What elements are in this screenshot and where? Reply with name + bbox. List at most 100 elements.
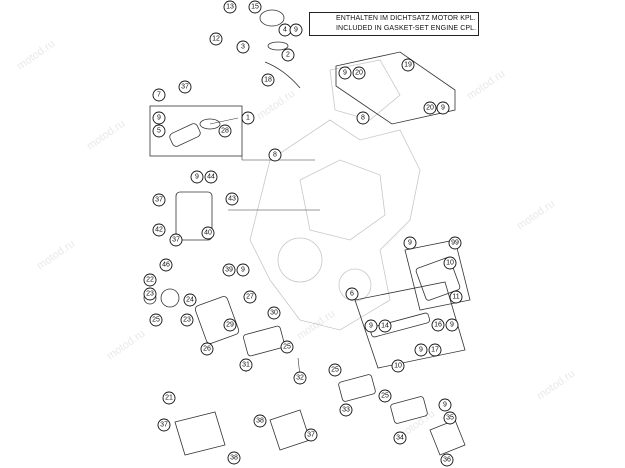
svg-text:37: 37 (160, 422, 168, 429)
watermark-text: motod.ru (535, 368, 577, 403)
svg-text:2: 2 (286, 52, 290, 59)
svg-text:17: 17 (431, 347, 439, 354)
svg-text:22: 22 (146, 277, 154, 284)
callout-37-bottom-right: 37 (304, 428, 318, 442)
svg-text:99: 99 (451, 240, 459, 247)
legend-line-english: INCLUDED IN GASKET-SET ENGINE CPL. (336, 25, 477, 32)
legend-box (309, 12, 479, 36)
svg-text:8: 8 (273, 152, 277, 159)
callout-9-gasket: 9 (438, 398, 452, 412)
callout-35: 35 (443, 411, 457, 425)
callout-38-right: 38 (253, 414, 267, 428)
svg-text:37: 37 (172, 237, 180, 244)
callout-21: 21 (162, 391, 176, 405)
svg-text:13: 13 (226, 4, 234, 11)
callout-5: 5 (152, 124, 166, 138)
callout-10-upper: 10 (443, 256, 457, 270)
svg-text:29: 29 (226, 322, 234, 329)
svg-text:23: 23 (146, 291, 154, 298)
callout-46: 46 (159, 258, 173, 272)
svg-text:25: 25 (283, 344, 291, 351)
svg-text:33: 33 (342, 407, 350, 414)
svg-text:25: 25 (152, 317, 160, 324)
watermark-text: motod.ru (295, 308, 337, 343)
callout-9-gasket: 9 (436, 101, 450, 115)
callout-25-lower-right: 25 (378, 389, 392, 403)
callout-19: 19 (401, 58, 415, 72)
callout-25-lower-left: 25 (328, 363, 342, 377)
svg-text:9: 9 (450, 322, 454, 329)
svg-text:25: 25 (381, 393, 389, 400)
callout-11: 11 (449, 290, 463, 304)
svg-text:9: 9 (294, 27, 298, 34)
svg-text:4: 4 (283, 27, 287, 34)
svg-text:24: 24 (186, 297, 194, 304)
callout-37-top: 37 (178, 80, 192, 94)
callout-9-gasket: 9 (403, 236, 417, 250)
watermark-text: motod.ru (465, 68, 507, 103)
svg-text:46: 46 (162, 262, 170, 269)
watermark-text: motod.ru (515, 198, 557, 233)
callout-32: 32 (293, 371, 307, 385)
svg-text:38: 38 (256, 418, 264, 425)
svg-text:1: 1 (246, 115, 250, 122)
callout-36: 36 (440, 453, 454, 467)
callout-20-left: 20 (352, 66, 366, 80)
callout-12: 12 (209, 32, 223, 46)
svg-text:34: 34 (396, 435, 404, 442)
callout-43: 43 (225, 192, 239, 206)
callout-9-gasket: 9 (338, 66, 352, 80)
svg-text:28: 28 (221, 128, 229, 135)
callout-25-mid: 25 (280, 340, 294, 354)
callout-4: 4 (278, 23, 292, 37)
callout-6: 6 (345, 287, 359, 301)
callout-99: 99 (448, 236, 462, 250)
svg-text:30: 30 (270, 310, 278, 317)
watermark-text: motod.ru (105, 328, 147, 363)
watermark-text: motod.ru (85, 118, 127, 153)
callout-23-left: 23 (143, 287, 157, 301)
callout-37-lower: 37 (169, 233, 183, 247)
callout-9-gasket: 9 (445, 318, 459, 332)
callout-8-upper: 8 (356, 111, 370, 125)
svg-text:9: 9 (443, 402, 447, 409)
svg-text:10: 10 (394, 363, 402, 370)
svg-text:9: 9 (441, 105, 445, 112)
svg-text:16: 16 (434, 322, 442, 329)
svg-text:9: 9 (343, 70, 347, 77)
group-box-shift-shaft (404, 239, 471, 311)
callout-29: 29 (223, 318, 237, 332)
svg-text:3: 3 (241, 44, 245, 51)
callout-7: 7 (152, 88, 166, 102)
callout-1: 1 (241, 111, 255, 125)
callout-25-left: 25 (149, 313, 163, 327)
svg-text:11: 11 (452, 294, 459, 301)
callout-39: 39 (222, 263, 236, 277)
svg-text:39: 39 (225, 267, 233, 274)
callout-9-gasket: 9 (414, 343, 428, 357)
callout-13: 13 (223, 0, 237, 14)
group-box-kickstart (354, 281, 466, 369)
callout-8-lower: 8 (268, 148, 282, 162)
svg-text:37: 37 (155, 197, 163, 204)
callout-28: 28 (218, 124, 232, 138)
callout-3: 3 (236, 40, 250, 54)
svg-text:36: 36 (443, 457, 451, 464)
svg-text:8: 8 (361, 115, 365, 122)
svg-text:19: 19 (404, 62, 412, 69)
callout-9-gasket: 9 (289, 23, 303, 37)
callout-24: 24 (183, 293, 197, 307)
callout-26: 26 (200, 342, 214, 356)
svg-text:10: 10 (446, 260, 454, 267)
callout-27: 27 (243, 290, 257, 304)
callout-40: 40 (201, 226, 215, 240)
svg-text:23: 23 (183, 317, 191, 324)
svg-text:18: 18 (264, 77, 272, 84)
callout-14: 14 (378, 319, 392, 333)
svg-text:12: 12 (212, 36, 220, 43)
svg-text:9: 9 (157, 115, 161, 122)
callout-17: 17 (428, 343, 442, 357)
group-box-throttle (149, 105, 243, 157)
watermark-text: motod.ru (255, 88, 297, 123)
